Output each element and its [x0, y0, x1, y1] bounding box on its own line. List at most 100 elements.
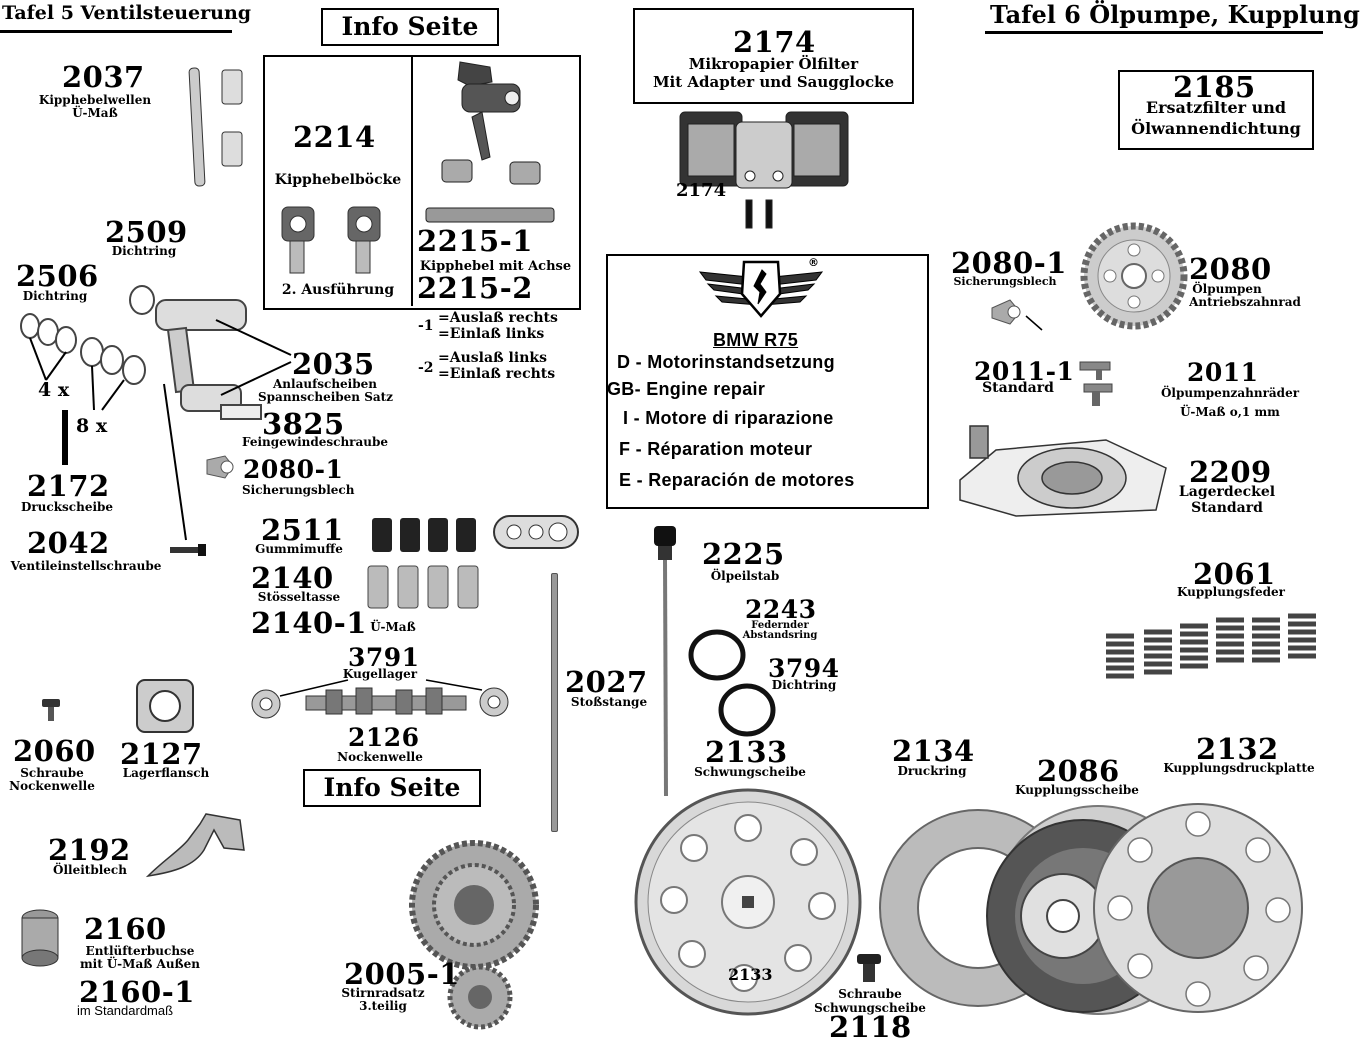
note-2-b: =Einlaß rechts [438, 366, 556, 382]
part-number-2511[interactable]: 2511 [261, 513, 344, 547]
part-label-2061: Kupplungsfeder [1177, 585, 1285, 599]
part-number-2037[interactable]: 2037 [62, 60, 145, 94]
flywheel-screw-image [857, 954, 881, 982]
oil-pump-gears-image [1079, 361, 1113, 406]
part-number-2160-1[interactable]: 2160-1 [79, 975, 195, 1009]
part-number-2080-1-left[interactable]: 2080-1 [243, 455, 344, 484]
info-page-button-bottom[interactable]: Info Seite [303, 769, 481, 807]
part-label-2509: Dichtring [111, 244, 177, 258]
rocker-bracket-image [281, 206, 381, 274]
part-label-2192: Ölleitblech [53, 863, 127, 877]
quantity-4x: 4 x [38, 379, 70, 401]
note-1-prefix: -1 [418, 318, 434, 334]
part-label-2209-1: Lagerdeckel [1178, 484, 1276, 500]
clutch-springs-image [1106, 613, 1316, 679]
part-number-2134[interactable]: 2134 [892, 734, 975, 768]
part-number-2061[interactable]: 2061 [1193, 557, 1276, 591]
lang-gb: GB- Engine repair [607, 379, 766, 399]
header-tafel-6: Tafel 6 Ölpumpe, Kupplung [990, 0, 1360, 29]
zuendapp-logo-icon [698, 260, 824, 318]
part-number-2133[interactable]: 2133 [705, 735, 788, 769]
part-number-2509[interactable]: 2509 [105, 215, 188, 249]
part-number-2042[interactable]: 2042 [27, 526, 110, 560]
part-number-2027[interactable]: 2027 [565, 665, 648, 699]
part-label-2185-line2: Ölwannendichtung [1131, 119, 1301, 138]
part-number-2172[interactable]: 2172 [27, 469, 110, 503]
part-number-2080[interactable]: 2080 [1189, 252, 1272, 286]
lang-fr: F - Réparation moteur [619, 439, 813, 459]
push-rod-image [551, 573, 558, 832]
part-number-2243[interactable]: 2243 [745, 595, 817, 624]
part-number-2132[interactable]: 2132 [1196, 732, 1279, 766]
part-label-2011-1-text: Ölpumpenzahnräder [1160, 386, 1300, 400]
part-number-2127[interactable]: 2127 [120, 737, 203, 771]
part-label-2174-line2: Mit Adapter und Saugglocke [652, 73, 895, 91]
part-label-2080-2: Antriebszahnrad [1189, 295, 1301, 309]
part-label-3825: Feingewindeschraube [241, 435, 389, 449]
rocker-shafts-image [188, 67, 243, 187]
oil-filter-image [679, 111, 849, 229]
part-number-2086[interactable]: 2086 [1037, 754, 1120, 788]
part-label-2011-1: Standard [982, 380, 1054, 396]
part-number-2506[interactable]: 2506 [16, 259, 99, 293]
part-number-3794[interactable]: 3794 [768, 654, 840, 683]
part-number-2005-1[interactable]: 2005-1 [344, 957, 460, 991]
part-label-2035-1: Anlaufscheiben [273, 377, 377, 391]
part-number-2215-1[interactable]: 2215-1 [417, 224, 533, 258]
part-number-2185[interactable]: 2185 [1173, 70, 1256, 104]
photo-label-2133: 2133 [728, 965, 773, 984]
info-page-button-top[interactable]: Info Seite [321, 8, 499, 46]
part-label-2243-1: Federnder [751, 620, 809, 631]
box-bmw-r75 [606, 254, 929, 509]
part-number-2035[interactable]: 2035 [292, 347, 375, 381]
part-number-3791[interactable]: 3791 [348, 643, 420, 672]
part-number-2140[interactable]: 2140 [251, 561, 334, 595]
note-1-b: =Einlaß links [438, 326, 545, 342]
part-label-2225: Ölpeilstab [710, 569, 780, 583]
part-number-3825[interactable]: 3825 [262, 407, 345, 441]
part-label-2042: Ventileinstellschraube [10, 559, 162, 573]
part-label-2080-1-left: Sicherungsblech [242, 483, 355, 497]
part-number-2174[interactable]: 2174 [733, 25, 816, 59]
part-number-2126[interactable]: 2126 [348, 723, 420, 752]
part-number-2214[interactable]: 2214 [293, 120, 376, 154]
rubber-sleeves-image [372, 518, 476, 552]
valve-adjust-screw-image [170, 544, 206, 556]
part-label-2160-2: mit Ü-Maß Außen [79, 957, 201, 971]
lock-washer-image-left [206, 455, 234, 479]
part-number-2060[interactable]: 2060 [13, 734, 96, 768]
part-number-2011-1[interactable]: 2011-1 [974, 357, 1075, 386]
breather-bushing-image [21, 909, 59, 967]
part-number-2080-1-right[interactable]: 2080-1 [951, 246, 1067, 280]
lang-it: I - Motore di riparazione [623, 408, 834, 428]
part-label-2080-1: Ölpumpen [1192, 282, 1262, 296]
oil-pump-drive-gear-image [1080, 222, 1188, 330]
lock-washer-image-right [991, 299, 1043, 331]
part-label-2160-1-std: im Standardmaß [76, 1003, 174, 1018]
flywheel-image [634, 788, 862, 1016]
part-label-2140: Stösseltasse [257, 590, 341, 604]
part-label-2011-2: Ü-Maß o,1 mm [1180, 405, 1280, 419]
bearing-cover-image [959, 425, 1167, 517]
header-underline-left [0, 30, 232, 33]
part-label-2214: Kipphebelböcke [274, 172, 402, 188]
box-divider [411, 57, 413, 306]
seal-ring-image [718, 683, 776, 737]
part-number-2160[interactable]: 2160 [84, 912, 167, 946]
bmw-title: BMW R75 [713, 330, 799, 350]
cam-plate-image [493, 515, 579, 549]
part-label-2127: Lagerflansch [122, 766, 210, 780]
part-number-2215-2[interactable]: 2215-2 [417, 271, 533, 305]
part-label-2118-2: Schwungscheibe [814, 1001, 926, 1015]
part-number-2118[interactable]: 2118 [829, 1010, 912, 1044]
part-number-2011[interactable]: 2011 [1187, 358, 1259, 387]
part-number-2140-1[interactable]: 2140-1 [251, 606, 367, 640]
part-label-2172: Druckscheibe [20, 500, 114, 514]
dipstick-image [654, 526, 676, 797]
part-number-2225[interactable]: 2225 [702, 537, 785, 571]
part-number-2209[interactable]: 2209 [1189, 455, 1272, 489]
header-underline-right [985, 31, 1323, 34]
part-number-2192[interactable]: 2192 [48, 833, 131, 867]
rocker-assembly-image [20, 285, 292, 541]
part-label-2140-1: Ü-Maß [370, 620, 416, 634]
